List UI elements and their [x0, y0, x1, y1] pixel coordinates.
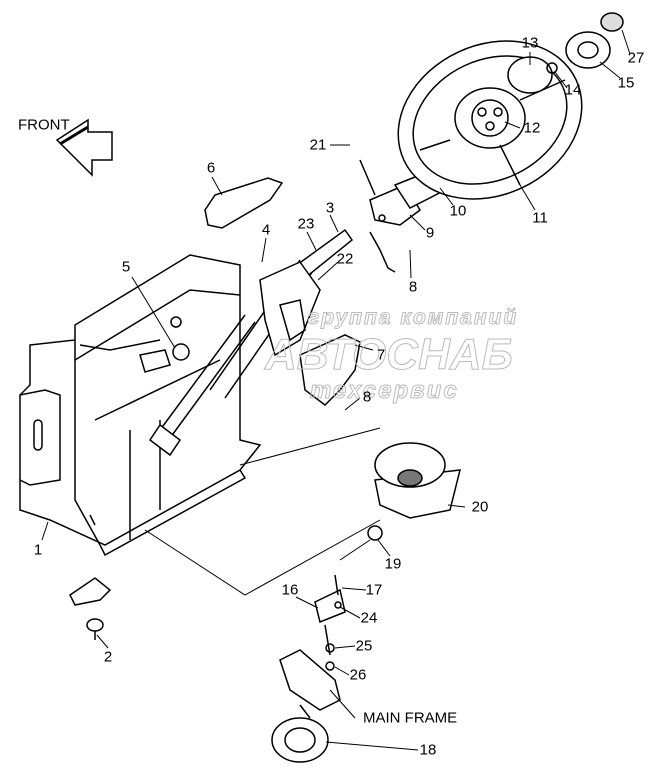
column-cover-lower — [299, 334, 361, 406]
callout-9: 9 — [425, 224, 435, 242]
horn-pad — [565, 31, 611, 69]
callout-7: 7 — [376, 346, 386, 364]
callout-20: 20 — [471, 498, 489, 516]
callout-27: 27 — [627, 49, 645, 67]
nut-19 — [367, 525, 383, 541]
intermediate-shaft — [148, 314, 256, 457]
universal-joint — [314, 574, 346, 656]
callout-14: 14 — [564, 81, 582, 99]
callout-13: 13 — [521, 34, 539, 52]
front-label: FRONT — [18, 116, 70, 134]
callout-8-lower: 8 — [362, 388, 372, 406]
callout-21: 21 — [309, 136, 327, 154]
emblem-cap — [600, 12, 624, 32]
front-arrow-icon — [55, 118, 113, 177]
callout-24: 24 — [360, 609, 378, 627]
main-frame-label: MAIN FRAME — [363, 709, 458, 727]
callout-16: 16 — [281, 581, 299, 599]
watermark: техсервис — [310, 377, 459, 405]
callout-5: 5 — [121, 258, 131, 276]
callout-18: 18 — [419, 741, 437, 759]
callout-4: 4 — [261, 221, 271, 239]
callout-6: 6 — [206, 159, 216, 177]
callout-11: 11 — [532, 209, 548, 227]
callout-8-upper: 8 — [408, 278, 418, 296]
leader-lines — [41, 29, 631, 751]
callout-3: 3 — [325, 199, 335, 217]
steering-wheel — [397, 40, 583, 200]
bracket-plate — [69, 577, 112, 606]
callout-19: 19 — [384, 555, 402, 573]
callout-10: 10 — [449, 202, 467, 220]
callout-22: 22 — [336, 250, 354, 268]
steering-column — [209, 228, 354, 399]
callout-12: 12 — [523, 119, 541, 137]
column-boot — [374, 442, 461, 519]
callout-1: 1 — [33, 541, 43, 559]
main-frame-bracket — [279, 649, 341, 711]
callout-23: 23 — [297, 215, 315, 233]
callout-2: 2 — [103, 648, 113, 666]
callout-15: 15 — [617, 74, 635, 92]
callout-17: 17 — [365, 581, 383, 599]
column-cover-upper — [204, 177, 284, 229]
watermark: АВТОСНАБ — [265, 330, 514, 380]
instrument-panel-frame — [19, 254, 262, 557]
watermark: группа компаний — [307, 306, 519, 330]
callout-26: 26 — [349, 666, 367, 684]
steering-gearbox — [271, 704, 329, 763]
callout-25: 25 — [355, 637, 373, 655]
